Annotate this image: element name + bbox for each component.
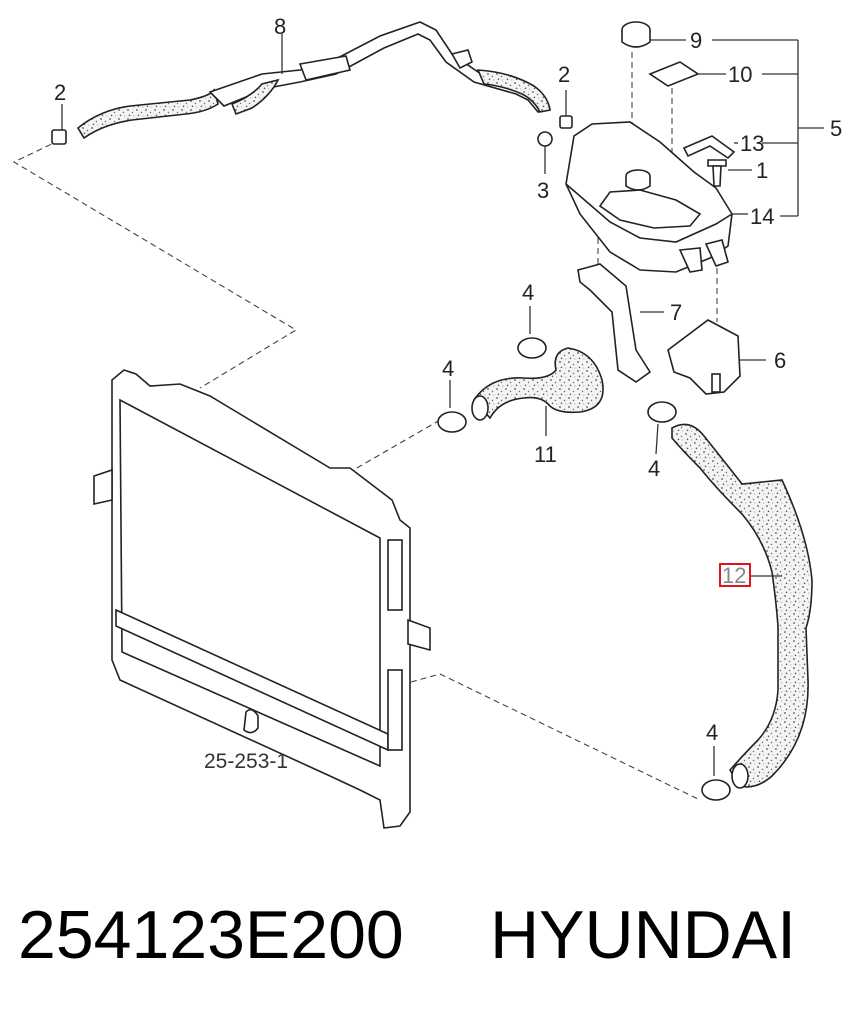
clamp-4-bottom (701, 746, 731, 801)
lower-hose-12 (671, 423, 813, 789)
callout-2: 2 (558, 62, 570, 87)
label-10 (648, 61, 700, 87)
radiator (93, 369, 431, 829)
pipe-assembly-8 (76, 21, 551, 140)
callout-14: 14 (750, 204, 774, 229)
callout-2: 2 (54, 80, 66, 105)
callout-7: 7 (670, 300, 682, 325)
bracket-7 (577, 263, 652, 383)
callout-11: 11 (534, 442, 557, 467)
callout-9: 9 (690, 28, 702, 53)
leader-lines (640, 39, 824, 361)
parts-diagram: 8 2 2 3 9 10 5 13 1 14 4 7 6 4 11 4 12 4… (12, 14, 842, 829)
callout-5: 5 (830, 116, 842, 141)
cap-9 (621, 21, 651, 48)
reservoir-tank-14 (565, 121, 733, 273)
clamp-2-left (51, 104, 67, 145)
clamp-4-upper (517, 306, 547, 359)
callout-10: 10 (728, 62, 752, 87)
callout-1: 1 (756, 158, 768, 183)
brand-name: HYUNDAI (490, 897, 797, 973)
highlight-box (719, 563, 751, 587)
clamp-4-left (437, 380, 467, 433)
reference-label: 25-253-1 (204, 750, 288, 773)
part-number: 254123E200 (18, 897, 404, 973)
callout-3: 3 (537, 178, 549, 203)
callout-4: 4 (522, 280, 534, 305)
hose-13 (682, 135, 736, 160)
clamp-4-right (647, 401, 677, 455)
callout-12: 12 (722, 563, 746, 588)
callout-4: 4 (648, 456, 660, 481)
callout-4: 4 (706, 720, 718, 745)
callout-labels: 8 2 2 3 9 10 5 13 1 14 4 7 6 4 11 4 12 4… (54, 14, 842, 773)
upper-hose-11 (471, 347, 604, 436)
callout-8: 8 (274, 14, 286, 39)
bracket-6 (667, 319, 741, 395)
callout-4: 4 (442, 356, 454, 381)
bolt-1 (707, 159, 727, 187)
clamp-3 (537, 131, 553, 174)
clamp-2-right (559, 90, 573, 129)
callout-13: 13 (740, 131, 764, 156)
callout-6: 6 (774, 348, 786, 373)
